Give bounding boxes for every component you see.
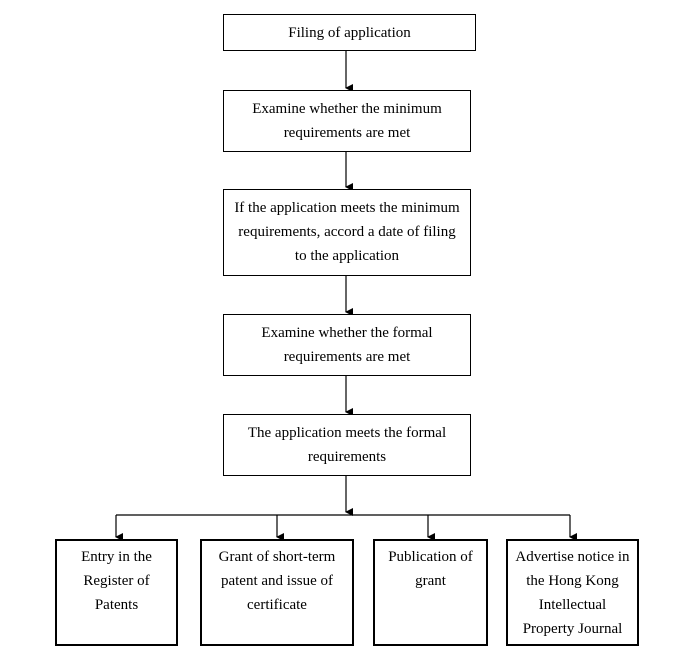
step-accord-date-of-filing: If the application meets the minimum req…	[223, 189, 471, 276]
outcome-advertise-notice-journal: Advertise notice in the Hong Kong Intell…	[506, 539, 639, 646]
step-examine-formal-requirements: Examine whether the formal requirements …	[223, 314, 471, 376]
outcome-4-label: Advertise notice in the Hong Kong Intell…	[515, 549, 630, 637]
step-2-label: Examine whether the minimum requirements…	[252, 101, 442, 141]
step-filing-of-application: Filing of application	[223, 14, 476, 51]
step-3-label: If the application meets the minimum req…	[234, 200, 460, 264]
step-5-label: The application meets the formal require…	[247, 425, 447, 465]
step-examine-minimum-requirements: Examine whether the minimum requirements…	[223, 90, 471, 152]
outcome-1-label: Entry in the Register of Patents	[81, 549, 152, 613]
step-1-label: Filing of application	[288, 25, 411, 41]
step-meets-formal-requirements: The application meets the formal require…	[223, 414, 471, 476]
step-4-label: Examine whether the formal requirements …	[261, 325, 433, 365]
outcome-3-label: Publication of grant	[388, 549, 473, 589]
outcome-publication-of-grant: Publication of grant	[373, 539, 488, 646]
outcome-2-label: Grant of short-term patent and issue of …	[218, 549, 336, 613]
outcome-grant-short-term-patent: Grant of short-term patent and issue of …	[200, 539, 354, 646]
outcome-entry-in-register: Entry in the Register of Patents	[55, 539, 178, 646]
